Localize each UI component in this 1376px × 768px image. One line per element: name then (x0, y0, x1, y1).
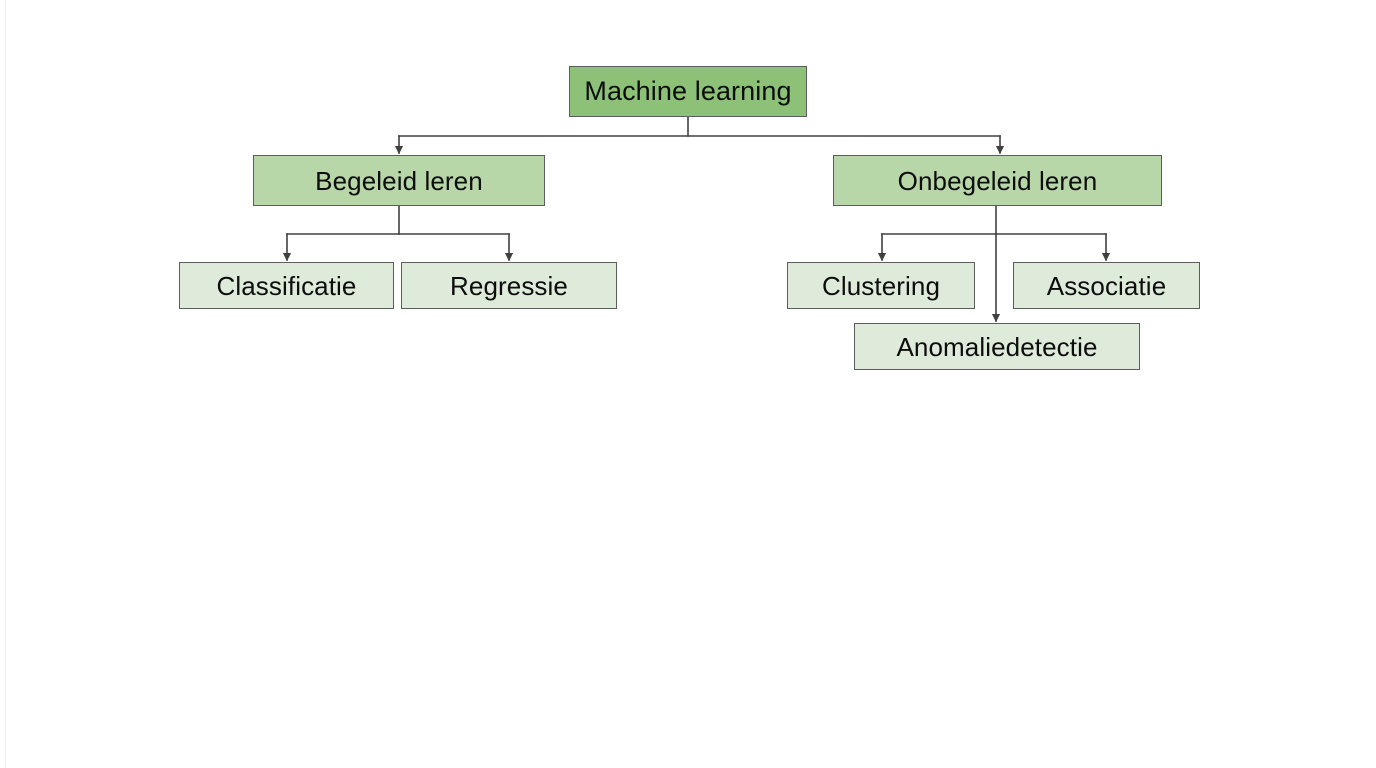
node-clustering[interactable]: Clustering (787, 262, 975, 309)
node-associatie-label: Associatie (1046, 270, 1167, 301)
node-begeleid-leren-label: Begeleid leren (315, 165, 483, 196)
node-machine-learning-label: Machine learning (584, 76, 792, 106)
node-associatie[interactable]: Associatie (1013, 262, 1200, 309)
node-regressie[interactable]: Regressie (401, 262, 617, 309)
node-regressie-label: Regressie (450, 270, 568, 301)
page-edge-divider (5, 0, 6, 768)
node-classificatie[interactable]: Classificatie (179, 262, 394, 309)
node-onbegeleid-leren[interactable]: Onbegeleid leren (833, 155, 1162, 206)
node-anomaliedetectie-label: Anomaliedetectie (896, 331, 1098, 362)
node-clustering-label: Clustering (821, 270, 941, 301)
node-classificatie-label: Classificatie (216, 270, 357, 301)
node-anomaliedetectie[interactable]: Anomaliedetectie (854, 323, 1140, 370)
node-begeleid-leren[interactable]: Begeleid leren (253, 155, 545, 206)
node-machine-learning[interactable]: Machine learning (569, 66, 807, 117)
node-onbegeleid-leren-label: Onbegeleid leren (897, 165, 1098, 196)
